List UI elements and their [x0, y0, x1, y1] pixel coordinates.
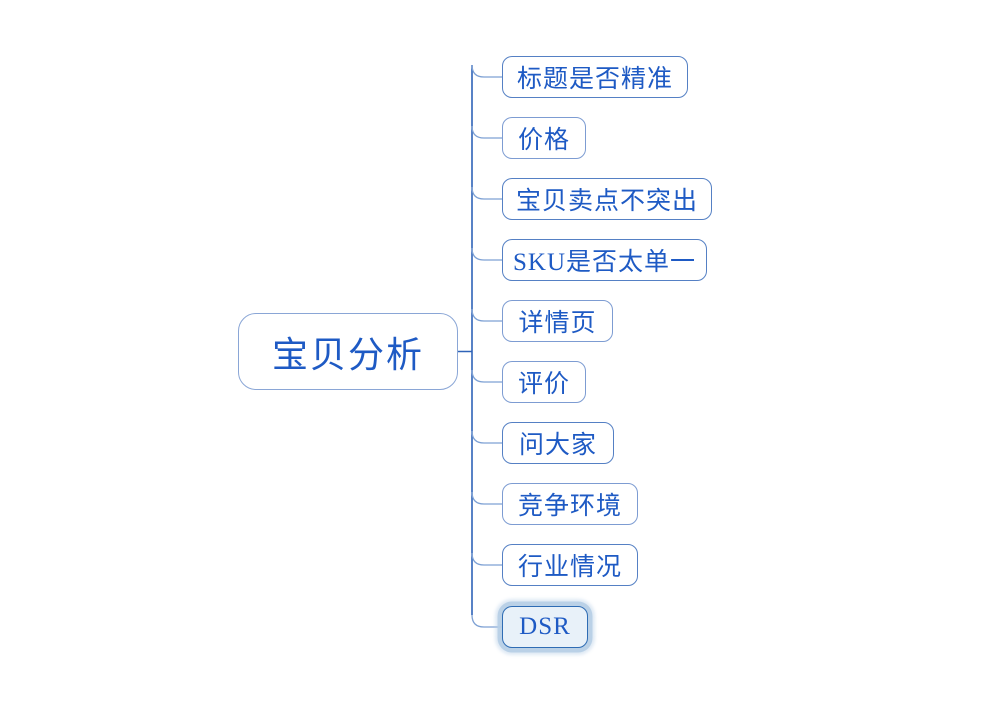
subtopic-node-selling-points[interactable]: 宝贝卖点不突出 — [502, 178, 712, 220]
subtopic-node-title-accuracy[interactable]: 标题是否精准 — [502, 56, 688, 98]
subtopic-label: 标题是否精准 — [516, 66, 673, 93]
subtopic-label: 详情页 — [518, 310, 597, 337]
subtopic-label: DSR — [519, 613, 571, 640]
subtopic-node-detail-page[interactable]: 详情页 — [502, 300, 613, 342]
subtopic-label: SKU是否太单一 — [512, 249, 696, 276]
subtopic-label: 竞争环境 — [517, 493, 622, 520]
subtopic-node-reviews[interactable]: 评价 — [502, 361, 586, 403]
root-topic-node[interactable]: 宝贝分析 — [238, 313, 458, 390]
connector-trunk — [458, 65, 473, 615]
subtopic-node-dsr[interactable]: DSR — [502, 606, 588, 648]
subtopic-label: 宝贝卖点不突出 — [515, 188, 698, 215]
root-topic-label: 宝贝分析 — [271, 334, 424, 375]
subtopic-label: 问大家 — [518, 432, 597, 459]
connector-hooks — [471, 64, 502, 628]
subtopic-node-price[interactable]: 价格 — [502, 117, 586, 159]
subtopic-label: 评价 — [517, 371, 570, 398]
subtopic-node-sku[interactable]: SKU是否太单一 — [502, 239, 707, 281]
subtopic-label: 价格 — [517, 127, 570, 154]
subtopic-node-competition[interactable]: 竞争环境 — [502, 483, 638, 525]
subtopic-node-ask-everyone[interactable]: 问大家 — [502, 422, 614, 464]
subtopic-node-industry[interactable]: 行业情况 — [502, 544, 638, 586]
subtopic-label: 行业情况 — [517, 554, 622, 581]
